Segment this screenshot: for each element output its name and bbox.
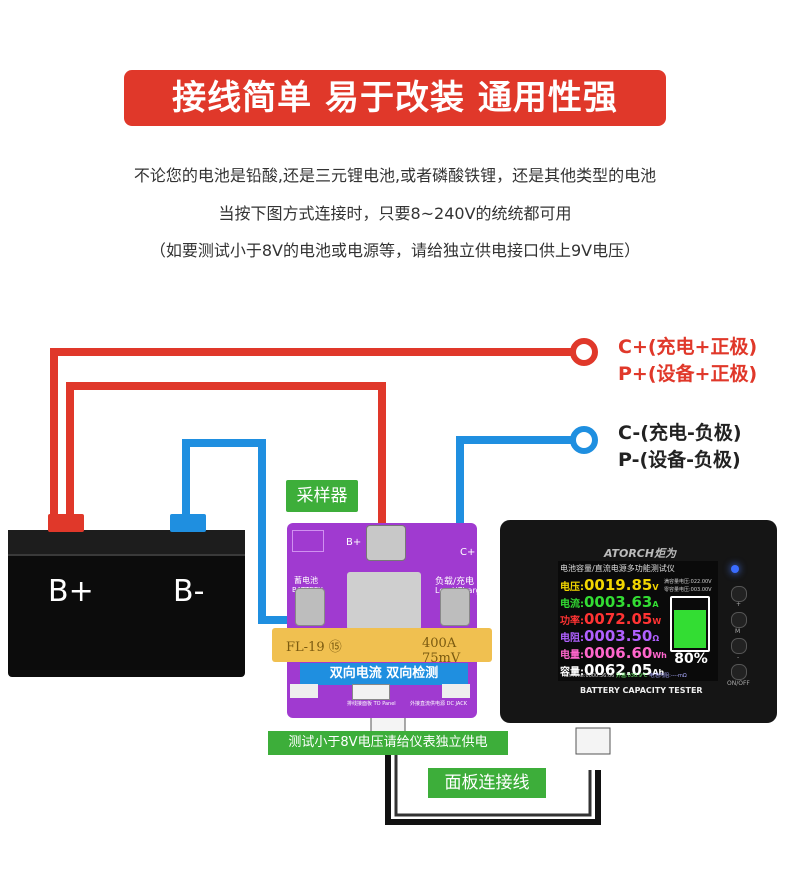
battery: B+ B- [8,514,245,677]
legend-c-minus: C-(充电-负极) [618,422,742,444]
full-voltage: 满容量电压:022.00V [664,579,712,585]
capacity-readout: 容量:0062.05Ah [560,661,665,679]
battery-positive-label: B+ [48,574,94,609]
onoff-label: ON/OFF [727,680,750,687]
board-bolt-top [366,525,406,561]
battery-negative-terminal [170,514,206,532]
tester-footer: BATTERY CAPACITY TESTER [580,686,703,695]
battery-percent: 80% [674,651,708,667]
minus-button[interactable] [731,638,747,654]
bolt-left [295,588,325,626]
board-battery-label: 蓄电池 [294,576,318,585]
current-readout: 电流:0003.63A [560,593,659,611]
intro-line-2: 当按下图方式连接时，只要8~240V的统统都可用 [218,204,572,223]
intro-line-1: 不论您的电池是铅酸,还是三元锂电池,或者磷酸铁锂，还是其他类型的电池 [133,166,657,185]
board-load-label: 负载/充电 [435,577,475,587]
banner-title: 接线简单 易于改装 通用性强 [124,70,666,126]
battery-positive-terminal [48,514,84,532]
sampler-tag: 采样器 [286,480,358,512]
power-readout: 功率:0072.05W [560,610,662,628]
positive-terminal-icon [570,338,598,366]
tester-brand: ATORCH炬为 [604,547,677,560]
resistance-readout: 电阻:0003.50Ω [560,627,660,645]
shunt-right-text: 400A 75mV [422,636,461,666]
shunt-block [347,572,421,630]
run-time: RunTime:0000:36:06 外温:030.9℃ 电池内阻:----mΩ [562,673,687,679]
connector-tester [575,727,611,755]
menu-button[interactable] [731,612,747,628]
zero-voltage: 零容量电压:003.00V [664,587,712,593]
port-panel-label: 排线接面板 TO Panel [347,701,396,707]
voltage-readout: 电压:0019.85V [560,576,659,594]
blue-wire-battery [182,439,306,624]
red-wire-outer [50,348,575,520]
panel-cable [385,740,601,825]
power-led-icon [731,565,739,573]
bidirect-label: 双向电流 双向检测 [300,663,468,685]
shunt: FL-19 ⑮ 400A 75mV [272,628,492,666]
legend-p-minus: P-(设备-负极) [618,449,741,471]
board-cplus: C+ [460,547,476,558]
intro-line-3: （如要测试小于8V的电池或电源等，请给独立供电接口供上9V电压） [149,241,641,260]
energy-readout: 电量:0006.60Wh [560,644,667,662]
red-wire-inner [66,382,386,528]
shunt-left-text: FL-19 ⑮ [286,640,342,655]
power-button[interactable] [731,664,747,680]
battery-level-icon [670,596,710,652]
legend-p-plus: P+(设备+正极) [618,363,758,385]
negative-terminal-icon [570,426,598,454]
low-voltage-note: 测试小于8V电压请给仪表独立供电 [268,731,508,755]
panel-cable-tag: 面板连接线 [428,768,546,798]
port-dc-label: 外接直流供电源 DC JACK [410,701,468,707]
legend-c-plus: C+(充电+正极) [618,336,758,358]
battery-negative-label: B- [173,574,205,609]
bolt-right [440,588,470,626]
panel-port [352,684,390,700]
screen-header: 电池容量/直流电源多功能测试仪 [560,564,675,573]
plus-button[interactable] [731,586,747,602]
board-bplus: B+ [346,537,362,548]
